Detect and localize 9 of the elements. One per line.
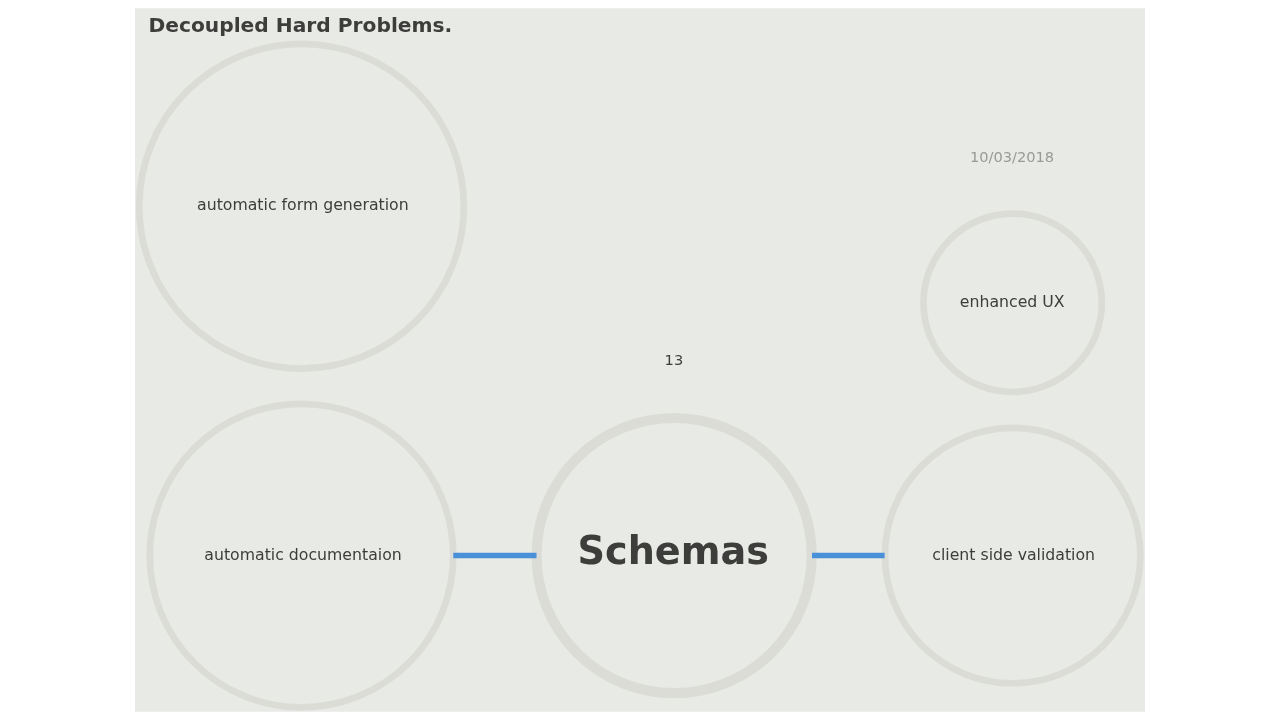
- connector: [812, 552, 885, 559]
- diagram-title: Decoupled Hard Problems.: [148, 13, 453, 38]
- node-circle: client side validation: [881, 424, 1144, 687]
- connector: [453, 552, 537, 559]
- node-circle: Schemas: [531, 412, 817, 699]
- node-circle: automatic form generation: [135, 40, 468, 372]
- label: 10/03/2018: [969, 147, 1055, 165]
- label: 13: [664, 351, 684, 369]
- node-circle: automatic documentaion: [146, 400, 457, 711]
